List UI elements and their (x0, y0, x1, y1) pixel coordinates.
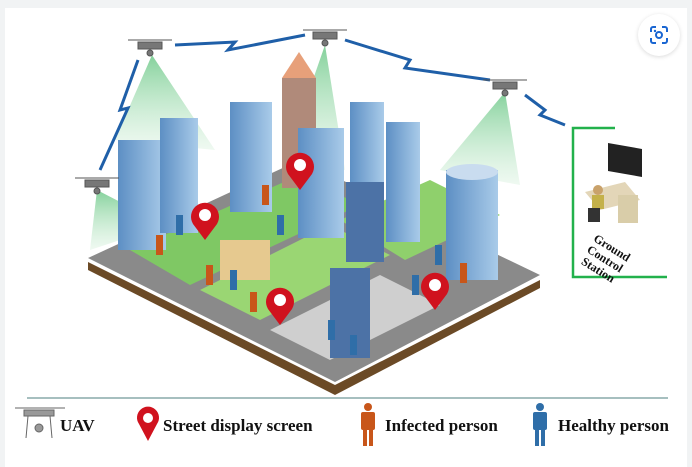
google-lens-icon (650, 26, 668, 44)
signal-links (98, 33, 566, 171)
legend-healthy-label: Healthy person (558, 416, 669, 435)
infected-person-icon (361, 403, 375, 446)
legend-street-display-label: Street display screen (163, 416, 313, 435)
people (156, 185, 467, 355)
ground-base (88, 262, 540, 395)
image-viewer (5, 8, 687, 467)
smart-city-illustration (15, 29, 668, 446)
street-display-pins (191, 152, 450, 325)
map-pin-icon (137, 406, 159, 441)
legend-infected-label: Infected person (385, 416, 498, 435)
healthy-person-icon (533, 403, 547, 446)
coverage-cone (440, 92, 520, 185)
uav-icon (15, 407, 65, 439)
station-bracket (571, 126, 667, 279)
legend-uav-label: UAV (60, 416, 95, 435)
uav-drones (75, 29, 527, 195)
google-lens-button[interactable] (638, 14, 680, 56)
